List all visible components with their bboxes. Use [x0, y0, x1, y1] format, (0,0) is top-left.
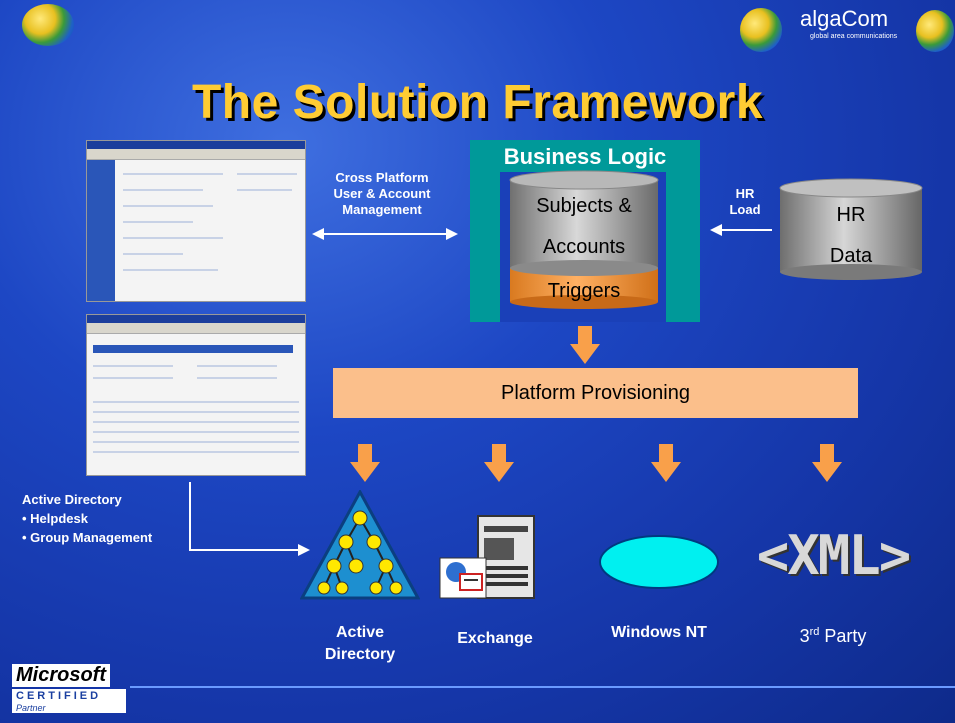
brand-name: algaCom: [800, 6, 889, 31]
ad-note-item: • Helpdesk: [22, 511, 88, 526]
brand-tagline: global area communications: [810, 33, 898, 40]
business-logic-title: Business Logic: [503, 144, 667, 169]
ms-certified: CERTIFIED: [12, 689, 126, 703]
ms-partner: Partner: [12, 703, 126, 713]
ms-brand: Microsoft: [12, 664, 110, 687]
double-arrow-icon: [312, 228, 458, 240]
subjects-line1: Subjects &: [536, 195, 632, 217]
brand-globe-left-icon: [740, 8, 782, 52]
down-arrow-icon: [570, 326, 600, 364]
bottom-divider-line: [130, 686, 955, 688]
target-label-windows-nt: Windows NT: [611, 624, 707, 641]
microsoft-certified-partner-logo: Microsoft CERTIFIED Partner: [12, 664, 132, 720]
xml-icon: <XML>: [756, 524, 912, 587]
cross-platform-label: Cross Platform User & Account Management: [333, 170, 431, 217]
ad-connector-arrow-icon: [189, 482, 310, 556]
hr-load-arrow-icon: [710, 224, 772, 236]
ad-note-item: • Group Management: [22, 530, 153, 545]
screenshot-account-list: [86, 314, 306, 476]
down-arrow-icon: [651, 444, 681, 482]
hr-data-line1: HR: [836, 204, 866, 226]
hr-data-cylinder: [779, 178, 923, 280]
brand-globe-right-icon: [916, 10, 954, 52]
subjects-line2: Accounts: [542, 236, 626, 258]
platform-provisioning-box: Platform Provisioning: [333, 368, 858, 418]
down-arrow-icon: [350, 444, 380, 482]
triggers-label: Triggers: [547, 280, 621, 302]
ad-note-heading: Active Directory: [22, 492, 122, 507]
active-directory-icon: [300, 490, 420, 600]
down-arrow-icon: [812, 444, 842, 482]
top-left-globe-icon: [22, 4, 74, 46]
down-arrow-icon: [484, 444, 514, 482]
target-label-exchange: Exchange: [457, 630, 533, 647]
screenshot-user-form: [86, 140, 306, 302]
slide-title: The Solution Framework: [191, 76, 764, 129]
hr-load-label: HR Load: [729, 186, 761, 217]
windows-nt-ellipse: [599, 535, 719, 589]
active-directory-note: Active Directory • Helpdesk • Group Mana…: [22, 490, 152, 547]
exchange-server-icon: [439, 515, 535, 599]
subjects-accounts-cylinder: [509, 170, 659, 309]
target-label-active-directory: Active Directory: [324, 624, 396, 663]
hr-data-line2: Data: [829, 245, 873, 267]
target-label-third-party: 3rd Party: [799, 626, 867, 646]
